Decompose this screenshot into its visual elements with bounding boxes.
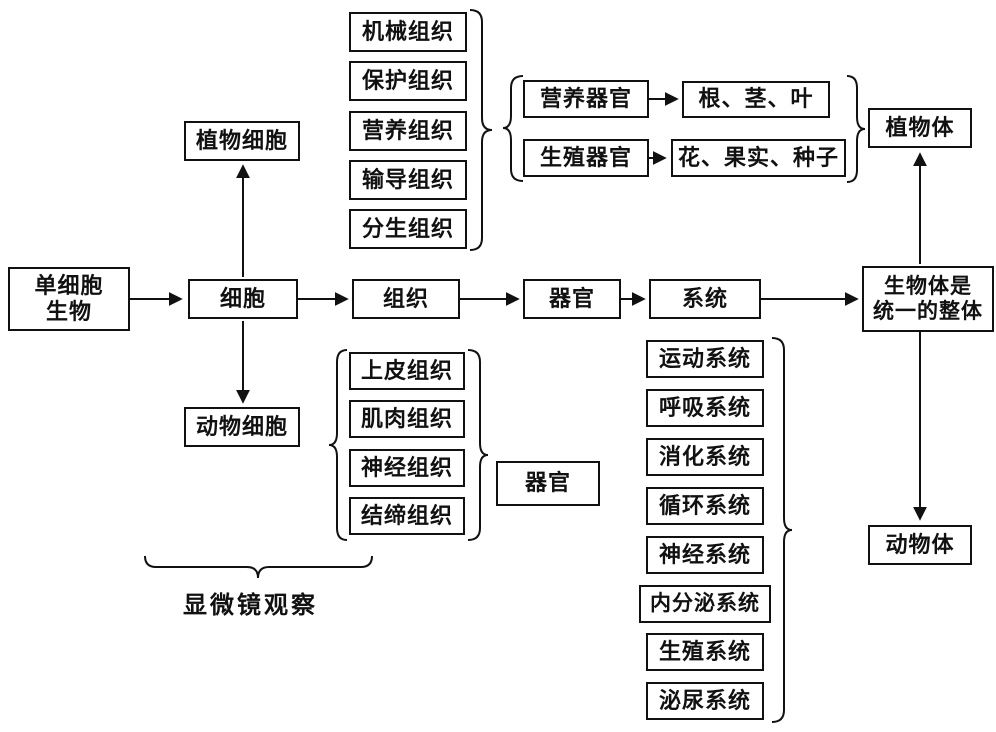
node-system-urinary: 泌尿系统 bbox=[646, 682, 764, 720]
node-system-respiratory: 呼吸系统 bbox=[646, 389, 764, 427]
node-plant-cell: 植物细胞 bbox=[184, 121, 300, 161]
node-flower-fruit-seed: 花、果实、种子 bbox=[671, 139, 846, 177]
node-system-nervous: 神经系统 bbox=[646, 536, 764, 574]
node-organ-lower: 器官 bbox=[496, 461, 600, 506]
node-system: 系统 bbox=[649, 279, 761, 319]
node-tissue: 组织 bbox=[352, 279, 460, 319]
node-reproductive-organs: 生殖器官 bbox=[523, 139, 649, 177]
node-animal-tissue-muscle: 肌肉组织 bbox=[349, 400, 465, 438]
node-system-digestive: 消化系统 bbox=[646, 438, 764, 476]
node-organism: 生物体是 统一的整体 bbox=[862, 266, 994, 332]
node-animal-tissue-epithelial: 上皮组织 bbox=[349, 352, 465, 390]
node-animal-tissue-connective: 结缔组织 bbox=[349, 497, 465, 535]
brace-animal-tissues-left bbox=[328, 349, 348, 541]
node-animal-body: 动物体 bbox=[868, 525, 972, 565]
single-cell-line1: 单细胞 bbox=[34, 272, 104, 298]
node-root-stem-leaf: 根、茎、叶 bbox=[682, 81, 830, 118]
node-cell: 细胞 bbox=[188, 279, 298, 319]
organism-line2: 统一的整体 bbox=[873, 299, 983, 323]
node-system-reproductive: 生殖系统 bbox=[646, 633, 764, 671]
microscope-note-label: 显微镜观察 bbox=[183, 593, 318, 619]
node-plant-tissue-protective: 保护组织 bbox=[349, 61, 467, 101]
node-organ: 器官 bbox=[523, 279, 621, 319]
node-system-motor: 运动系统 bbox=[646, 340, 764, 378]
brace-microscope bbox=[144, 555, 373, 579]
node-single-cell-organism: 单细胞 生物 bbox=[8, 267, 130, 331]
brace-systems-right bbox=[771, 337, 793, 723]
node-animal-cell: 动物细胞 bbox=[184, 407, 300, 447]
node-plant-tissue-mechanical: 机械组织 bbox=[349, 12, 467, 52]
node-plant-tissue-meristem: 分生组织 bbox=[349, 209, 467, 249]
node-plant-tissue-nutritive: 营养组织 bbox=[349, 111, 467, 151]
brace-plant-organs-left bbox=[502, 75, 524, 182]
brace-animal-tissues-right bbox=[467, 349, 489, 541]
node-plant-body: 植物体 bbox=[868, 108, 972, 148]
single-cell-line2: 生物 bbox=[45, 299, 92, 324]
brace-plant-organs-right bbox=[846, 75, 866, 183]
node-system-endocrine: 内分泌系统 bbox=[639, 585, 771, 623]
brace-plant-tissues-right bbox=[469, 9, 493, 251]
node-animal-tissue-nervous: 神经组织 bbox=[349, 449, 465, 487]
node-vegetative-organs: 营养器官 bbox=[523, 80, 649, 118]
organism-line1: 生物体是 bbox=[884, 273, 972, 298]
node-system-circulatory: 循环系统 bbox=[646, 487, 764, 525]
node-plant-tissue-conducting: 输导组织 bbox=[349, 160, 467, 200]
